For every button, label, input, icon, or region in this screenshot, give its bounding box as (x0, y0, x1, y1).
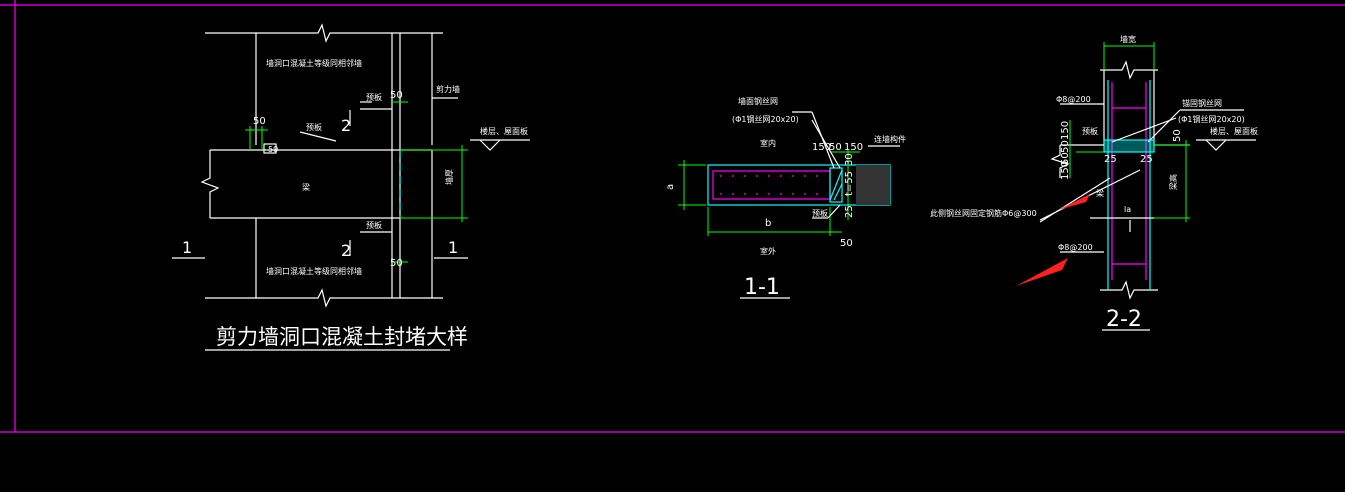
s11-dim-50: 50 (829, 142, 842, 153)
s22-embed-label: 预板 (1082, 126, 1098, 136)
plan-section-1-right: 1 (448, 238, 458, 257)
s22-rebar-bot: Φ8@200 (1058, 243, 1093, 252)
plan-top-break (205, 23, 443, 43)
plan-embed-bot: 预板 (366, 220, 382, 230)
s11-mesh-note-2: (Φ1钢丝网20x20) (732, 114, 799, 124)
s22-dim-50: 50 (1172, 129, 1183, 142)
s11-adjacent-label: 连墙构件 (874, 134, 906, 144)
plan-shear-wall-label: 剪力墙 (436, 84, 460, 94)
s22-dim-150-b: 150 (1060, 161, 1071, 180)
plan-dim-50-c: 50 (390, 258, 403, 269)
s11-embed-label: 预板 (812, 208, 828, 218)
s22-rebar-top: Φ8@200 (1056, 95, 1091, 104)
s11-outside-label: 室外 (760, 246, 776, 256)
s11-dim-150-b: 150 (844, 142, 863, 153)
s22-section-label: 2-2 (1106, 307, 1142, 332)
plan-floor-note: 楼层、屋面板 (480, 126, 528, 136)
red-arrow-lower (1016, 258, 1068, 286)
s11-dim-a: a (665, 184, 676, 190)
plan-bottom-break (205, 288, 443, 308)
plan-dim-50-a: 50 (390, 90, 403, 101)
plan-mark-2-top: 2 (341, 116, 351, 135)
s11-dim-50-bottom: 50 (840, 238, 853, 249)
s22-dim-50-b: 50 (1060, 152, 1071, 165)
s11-dim-150-a: 150 (812, 142, 831, 153)
s11-dim-t55: t=55 (844, 171, 855, 196)
s22-dim-50-a: 50 (1060, 140, 1071, 153)
s22-dim-150-a: 150 (1060, 121, 1071, 140)
s11-mesh-note-1: 墙面钢丝网 (738, 96, 778, 106)
s22-la: la (1124, 205, 1131, 214)
plan-embed-top: 预板 (366, 92, 382, 102)
section-1-1: 墙面钢丝网 (Φ1钢丝网20x20) 室内 室外 连墙构件 预板 150 50 … (665, 96, 906, 300)
plan-section-1-left: 1 (182, 238, 192, 257)
s22-mesh-note-1: 锚固钢丝网 (1182, 98, 1222, 108)
s22-dim-25-left: 25 (1104, 154, 1117, 165)
s22-beam-label: 梁 (1096, 189, 1104, 198)
plan-wall-width-label: 墙厚 (444, 169, 454, 185)
plan-beam-label: 梁 (302, 183, 310, 192)
s11-dim-25: 25 (844, 205, 855, 218)
plan-fill-top-label: 墙洞口混凝土等级同相邻墙 (266, 58, 362, 68)
s22-top-label: 墙宽 (1120, 34, 1136, 44)
red-arrow-upper (1058, 194, 1090, 210)
plan-dim-50-b: 50 (253, 116, 266, 127)
s11-dim-b: b (765, 218, 771, 229)
section-2-2: 墙宽 Φ8@200 Φ8@200 锚固钢丝网 (Φ1钢丝网20x20) 楼层、屋… (930, 34, 1258, 332)
plan-embed-mid: 预板 (306, 122, 322, 132)
s22-beam-height: 梁高 (1168, 174, 1178, 190)
s22-mesh-note-2: (Φ1钢丝网20x20) (1178, 114, 1245, 124)
s11-dim-30: 30 (844, 153, 855, 166)
plan-detail: 墙洞口混凝土等级同相邻墙 墙洞口混凝土等级同相邻墙 梁 剪力墙 墙厚 楼层、屋面… (172, 23, 530, 351)
plan-fill-bottom-label: 墙洞口混凝土等级同相邻墙 (266, 266, 362, 276)
s11-section-label: 1-1 (744, 275, 780, 300)
s22-floor-note: 楼层、屋面板 (1210, 126, 1258, 136)
s22-fix-note: 此侧钢丝网固定钢筋Φ6@300 (930, 208, 1037, 218)
s11-inside-label: 室内 (760, 138, 776, 148)
s22-dim-25-right: 25 (1140, 154, 1153, 165)
plan-mark-2-bot: 2 (341, 241, 351, 260)
plan-dim-50-box: 50 (268, 145, 278, 154)
main-title: 剪力墙洞口混凝土封堵大样 (216, 325, 468, 349)
